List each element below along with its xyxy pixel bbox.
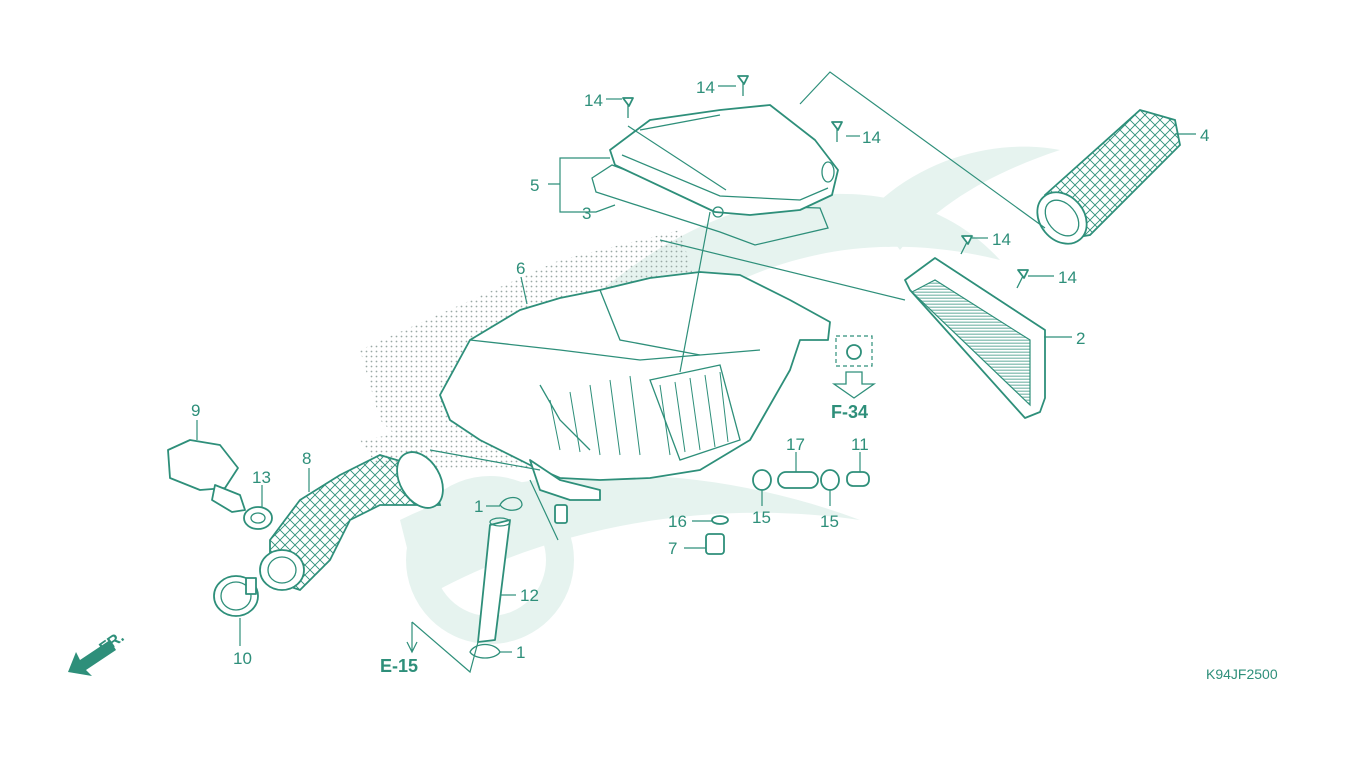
part-9-cap [167,439,246,513]
callout-labels: 14 14 14 14 14 4 5 3 6 2 9 13 8 10 1 1 1… [191,78,1209,668]
part-2-element [904,257,1046,419]
screw-14-set [622,75,1029,289]
ref-f34-box [835,335,873,367]
callout-14b: 14 [696,78,715,97]
part-16-clip [711,515,729,525]
callout-11: 11 [851,435,869,454]
part-8-duct [259,451,444,592]
ref-e15-label: E-15 [380,656,418,676]
callout-15a: 15 [752,508,771,527]
callout-1a: 1 [474,497,483,516]
callout-6: 6 [516,259,525,278]
leader-lines [196,71,1196,674]
ref-e15-arrow-icon [406,622,418,654]
callout-4: 4 [1200,126,1209,145]
callout-15b: 15 [820,512,839,531]
part-1-clip-upper [499,496,523,511]
part-10-band [213,575,259,617]
ref-f34-part [846,344,862,360]
callout-8: 8 [302,449,311,468]
part-13-clamp [243,506,273,530]
part-7-plug [705,533,725,555]
callout-9: 9 [191,401,200,420]
callout-7: 7 [668,539,677,558]
ref-f34-arrow-icon [831,371,877,399]
callout-16: 16 [668,512,687,531]
part-15-clip-right [820,469,840,491]
callout-1b: 1 [516,643,525,662]
callout-5: 5 [530,176,539,195]
part-6-housing [439,271,831,524]
diagram-code: K94JF2500 [1206,666,1278,682]
part-15-clip-left [752,469,772,491]
callout-14d: 14 [992,230,1011,249]
callout-14a: 14 [584,91,603,110]
callout-17: 17 [786,435,805,454]
part-4-snorkel [1036,108,1181,245]
part-17-hose [777,471,819,489]
callout-10: 10 [233,649,252,668]
part-11-fitting [846,471,870,487]
callout-3: 3 [582,204,591,223]
part-5-cover [609,104,839,218]
callout-14c: 14 [862,128,881,147]
callout-13: 13 [252,468,271,487]
ref-f34-label: F-34 [831,402,868,422]
part-12-tube [477,517,511,643]
callout-12: 12 [520,586,539,605]
callout-14e: 14 [1058,268,1077,287]
arrow-left-down-icon [68,640,116,676]
callout-2: 2 [1076,329,1085,348]
